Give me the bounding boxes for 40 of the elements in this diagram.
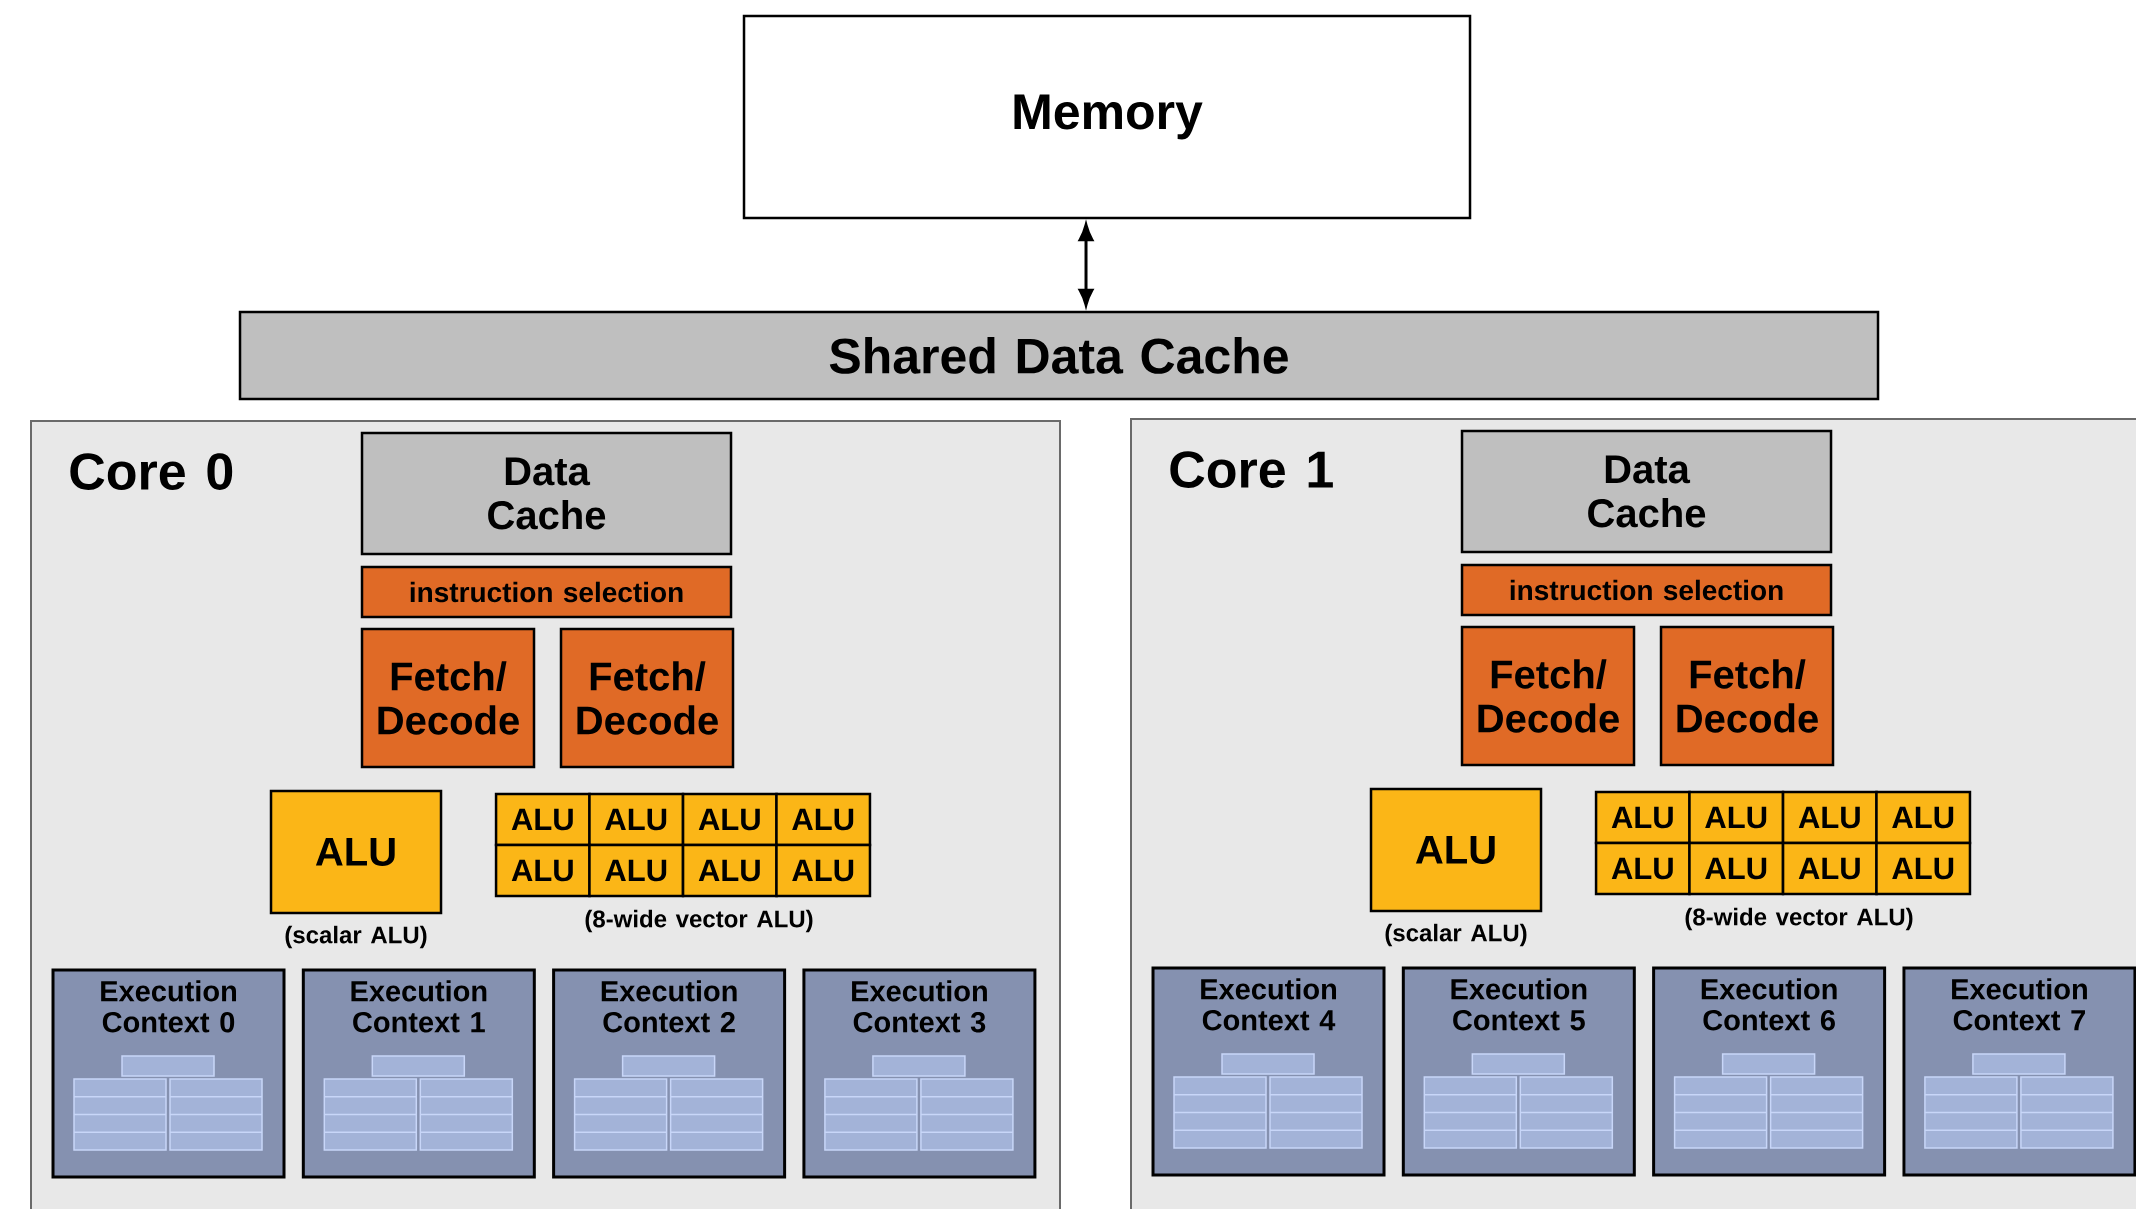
alu-cell: ALU xyxy=(494,843,591,898)
memory-box: Memory xyxy=(742,14,1472,220)
alu-cell: ALU xyxy=(494,792,591,847)
execution-context-box: Execution Context 3 xyxy=(802,968,1037,1179)
execution-context-box: Execution Context 0 xyxy=(51,968,286,1179)
selection-box: instruction selection xyxy=(1460,563,1833,617)
caption-text: (8-wide vector ALU) xyxy=(585,909,813,933)
caption-text: (scalar ALU) xyxy=(285,925,427,949)
alu-cell: ALU xyxy=(1875,790,1972,845)
execution-context-box: Execution Context 4 xyxy=(1151,966,1386,1177)
cache-box: Data Cache xyxy=(1460,429,1833,554)
alu-cell: ALU xyxy=(681,792,778,847)
execution-context-box: Execution Context 5 xyxy=(1401,966,1636,1177)
alu-cell: ALU xyxy=(775,792,872,847)
fetch-decode-box: Fetch/ Decode xyxy=(1659,625,1835,767)
caption-text: (scalar ALU) xyxy=(1385,923,1527,947)
alu-cell: ALU xyxy=(1688,790,1785,845)
fetch-decode-box: Fetch/ Decode xyxy=(360,627,536,769)
alu-cell: ALU xyxy=(775,843,872,898)
selection-box: instruction selection xyxy=(360,565,733,619)
cache-box: Data Cache xyxy=(360,431,733,556)
cache-bar: Shared Data Cache xyxy=(238,310,1880,401)
alu-cell: ALU xyxy=(681,843,778,898)
alu-cell: ALU xyxy=(588,792,685,847)
execution-context-box: Execution Context 1 xyxy=(301,968,536,1179)
alu-cell: ALU xyxy=(1688,841,1785,896)
execution-context-box: Execution Context 6 xyxy=(1652,966,1887,1177)
alu-cell: ALU xyxy=(588,843,685,898)
alu-box: ALU xyxy=(1369,787,1543,913)
execution-context-box: Execution Context 7 xyxy=(1902,966,2136,1177)
fetch-decode-box: Fetch/ Decode xyxy=(1460,625,1636,767)
alu-cell: ALU xyxy=(1781,790,1878,845)
caption-text: (8-wide vector ALU) xyxy=(1685,907,1913,931)
alu-cell: ALU xyxy=(1594,841,1691,896)
execution-context-box: Execution Context 2 xyxy=(552,968,787,1179)
alu-cell: ALU xyxy=(1781,841,1878,896)
alu-cell: ALU xyxy=(1875,841,1972,896)
fetch-decode-box: Fetch/ Decode xyxy=(559,627,735,769)
alu-box: ALU xyxy=(269,789,443,915)
alu-cell: ALU xyxy=(1594,790,1691,845)
